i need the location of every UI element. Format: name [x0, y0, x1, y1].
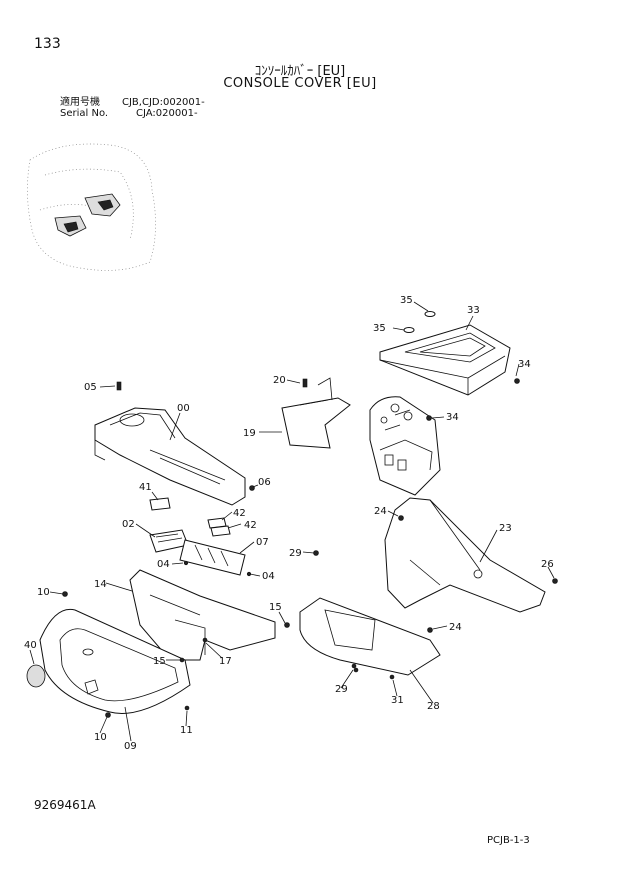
serial-value-1: CJB,CJD:002001- — [122, 97, 205, 108]
callout-15-b: 15 — [153, 656, 166, 667]
callout-09: 09 — [124, 741, 137, 752]
callout-10-b: 10 — [94, 732, 107, 743]
callout-24-a: 24 — [374, 506, 387, 517]
title-japanese: ｺﾝｿｰﾙｶﾊﾞｰ [EU] — [254, 64, 346, 79]
part-console-unit — [369, 396, 441, 496]
callout-10-a: 10 — [37, 587, 50, 598]
callout-40: 40 — [24, 640, 37, 651]
callout-14: 14 — [94, 579, 107, 590]
part-33-top-cover — [379, 311, 511, 396]
callout-33: 33 — [467, 305, 480, 316]
callout-26: 26 — [541, 559, 554, 570]
part-19-side-console — [281, 377, 351, 449]
callout-29-b: 29 — [335, 684, 348, 695]
callout-24-b: 24 — [449, 622, 462, 633]
callout-20: 20 — [273, 375, 286, 386]
callout-35-a: 35 — [400, 295, 413, 306]
callout-15-a: 15 — [269, 602, 282, 613]
parts-02-07-switch-panels — [149, 529, 252, 577]
locator-thumbnail — [27, 143, 156, 271]
callout-29-a: 29 — [289, 548, 302, 559]
part-00-console-frame — [94, 407, 246, 506]
callout-02: 02 — [122, 519, 135, 530]
serial-value-2: CJA:020001- — [136, 108, 198, 119]
callout-00: 00 — [177, 403, 190, 414]
part-09-side-cover-left — [39, 608, 191, 714]
parts-41-42-pads — [149, 497, 231, 537]
callout-23: 23 — [499, 523, 512, 534]
callout-11: 11 — [180, 725, 193, 736]
callout-05: 05 — [84, 382, 97, 393]
document-code: 9269461A — [34, 798, 96, 812]
serial-label-jp: 適用号機 — [60, 97, 100, 108]
part-28-side-cover-right — [299, 597, 441, 676]
serial-block: 適用号機 CJB,CJD:002001- Serial No. CJA:020001… — [60, 97, 205, 119]
callout-34-b: 34 — [446, 412, 459, 423]
callout-42-b: 42 — [244, 520, 257, 531]
callout-labels: 35 33 35 34 05 00 20 19 34 41 06 24 23 4… — [24, 295, 554, 752]
serial-label-en: Serial No. — [60, 108, 109, 119]
callout-35-b: 35 — [373, 323, 386, 334]
callout-07: 07 — [256, 537, 269, 548]
page-number: 133 — [34, 36, 61, 52]
callout-31: 31 — [391, 695, 404, 706]
part-40-cap — [26, 664, 46, 688]
callout-28: 28 — [427, 701, 440, 712]
callout-42-a: 42 — [233, 508, 246, 519]
callout-04-a: 04 — [157, 559, 170, 570]
hardware-bolts — [62, 378, 558, 718]
callout-19: 19 — [243, 428, 256, 439]
callout-06: 06 — [258, 477, 271, 488]
callout-04-b: 04 — [262, 571, 275, 582]
part-23-rear-panel — [384, 497, 546, 613]
sheet-code: PCJB-1-3 — [487, 835, 530, 846]
callout-41: 41 — [139, 482, 152, 493]
leader-lines — [29, 301, 555, 742]
callout-17: 17 — [219, 656, 232, 667]
title-english: CONSOLE COVER [EU] — [223, 76, 377, 91]
callout-34-a: 34 — [518, 359, 531, 370]
